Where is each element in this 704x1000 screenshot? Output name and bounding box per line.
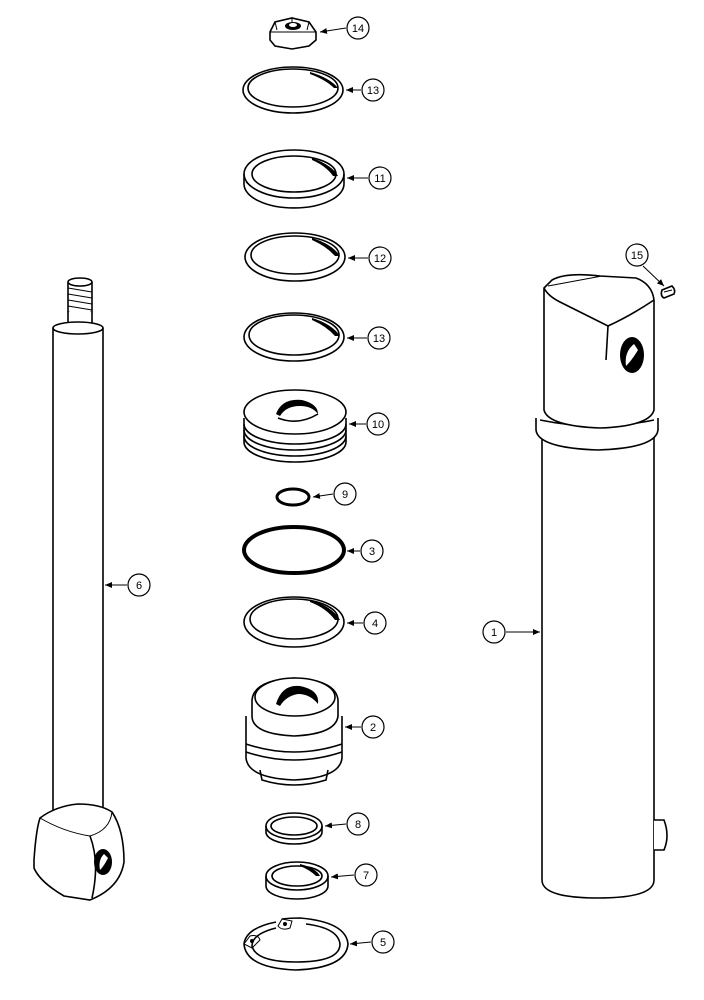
callout-circle bbox=[361, 715, 385, 739]
callout-circle bbox=[346, 16, 370, 40]
callout-c4: 4 bbox=[347, 611, 387, 635]
callout-c9: 9 bbox=[312, 482, 357, 506]
ring-13-top-part bbox=[242, 66, 344, 114]
callout-circle bbox=[366, 412, 390, 436]
callout-leader-arrow bbox=[349, 940, 372, 947]
callout-number: 11 bbox=[374, 173, 385, 185]
piston-rod-6-part bbox=[33, 277, 125, 901]
ring-11-part bbox=[243, 149, 345, 209]
callout-circle bbox=[333, 482, 357, 506]
callout-leader-arrow bbox=[312, 492, 334, 499]
callout-c12: 12 bbox=[348, 246, 392, 270]
small-o-ring-9-part bbox=[275, 487, 311, 507]
callout-number: 2 bbox=[370, 722, 376, 734]
callout-circle bbox=[127, 573, 151, 597]
callout-c3: 3 bbox=[347, 539, 384, 563]
callout-number: 5 bbox=[380, 937, 386, 949]
callout-group: 14 13 11 12 13 10 9 3 4 2 8 7 5 6 1 15 bbox=[105, 16, 665, 954]
callout-circle bbox=[367, 326, 391, 350]
ring-12-part bbox=[244, 232, 346, 282]
o-ring-3-part bbox=[242, 525, 346, 575]
callout-number: 7 bbox=[363, 870, 369, 882]
callout-number: 14 bbox=[352, 23, 364, 35]
callout-leader-arrow bbox=[642, 265, 665, 287]
piston-10-part bbox=[243, 389, 347, 463]
callout-leader-arrow bbox=[324, 822, 347, 829]
snap-ring-5-part bbox=[243, 917, 349, 971]
gland-2-part bbox=[245, 677, 343, 786]
callout-c15: 15 bbox=[625, 243, 665, 287]
callout-leader-arrow bbox=[330, 873, 355, 880]
callout-circle bbox=[625, 243, 649, 267]
callout-number: 13 bbox=[373, 333, 385, 345]
callout-circle bbox=[363, 611, 387, 635]
cylinder-barrel-1-part bbox=[535, 273, 676, 899]
ring-4-part bbox=[243, 596, 345, 648]
callout-c10: 10 bbox=[349, 412, 390, 436]
callout-number: 1 bbox=[491, 627, 497, 639]
callout-number: 8 bbox=[355, 819, 361, 831]
callout-number: 4 bbox=[372, 618, 378, 630]
callout-c2: 2 bbox=[345, 715, 385, 739]
small-ring-8-part bbox=[265, 812, 323, 845]
callout-circle bbox=[361, 78, 385, 102]
ring-7-part bbox=[265, 861, 329, 900]
hex-nut-part bbox=[269, 17, 317, 50]
callout-number: 3 bbox=[369, 546, 375, 558]
callout-c1: 1 bbox=[482, 620, 540, 644]
callout-number: 15 bbox=[631, 250, 643, 262]
callout-circle bbox=[354, 863, 378, 887]
callout-c8: 8 bbox=[324, 812, 370, 836]
callout-circle bbox=[371, 930, 395, 954]
callout-number: 10 bbox=[372, 419, 384, 431]
callout-c13a: 13 bbox=[346, 78, 385, 102]
callout-circle bbox=[346, 812, 370, 836]
callout-c5: 5 bbox=[349, 930, 395, 954]
callout-number: 13 bbox=[367, 85, 379, 97]
callout-leader-arrow bbox=[319, 27, 347, 34]
callout-circle bbox=[360, 539, 384, 563]
callout-number: 9 bbox=[342, 489, 348, 501]
callout-number: 6 bbox=[136, 580, 142, 592]
callout-circle bbox=[368, 246, 392, 270]
callout-c13b: 13 bbox=[347, 326, 391, 350]
callout-c14: 14 bbox=[319, 16, 370, 40]
callout-number: 12 bbox=[374, 253, 386, 265]
callout-c6: 6 bbox=[105, 573, 151, 597]
callout-c11: 11 bbox=[347, 166, 392, 190]
callout-c7: 7 bbox=[330, 863, 378, 887]
ring-13-lower-part bbox=[243, 312, 345, 362]
callout-circle bbox=[482, 620, 506, 644]
callout-circle bbox=[368, 166, 392, 190]
